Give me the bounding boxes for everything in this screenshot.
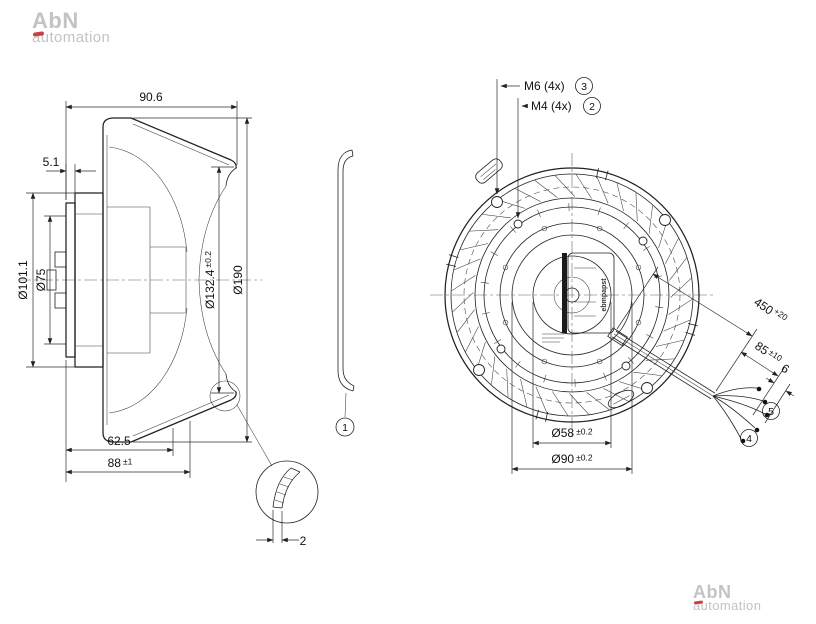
dim-pilot-value: Ø90 (551, 452, 574, 466)
thread-callout-m4: M4 (4x) 2 (515, 97, 601, 219)
made-in-marking (542, 333, 564, 343)
dim-bearing-diameter: Ø75 (34, 215, 66, 345)
watermark-sub-2: automation (693, 598, 762, 613)
callout-3 (575, 77, 593, 95)
thread-callout-m6: M6 (4x) 3 (494, 77, 593, 195)
dim-depth-88-value: 88 (108, 456, 122, 470)
terminal-bar (562, 253, 567, 333)
side-view-lip-and-shaft (46, 167, 237, 393)
dim-tinned-length-label: 6 (779, 361, 793, 377)
dim-pilot-diameter-label: Ø90±0.2 (551, 452, 592, 466)
dim-outer-diameter-label: Ø190 (231, 265, 245, 295)
dim-hub-value: Ø58 (551, 426, 574, 440)
callout-4-number: 4 (746, 433, 752, 445)
dim-outer-diameter: Ø190 (133, 117, 252, 443)
dim-bearing-diameter-label: Ø75 (34, 268, 48, 291)
dim-motor-diameter: Ø101.1 (16, 192, 75, 368)
dim-pilot-diameter: Ø90±0.2 (511, 302, 633, 474)
dim-inlet-diameter: Ø132.4±0.2 (203, 166, 234, 394)
dim-total-depth-label: 90.6 (139, 90, 163, 104)
callout-2 (583, 97, 601, 115)
callout-2-number: 2 (589, 101, 595, 113)
callout-3-number: 3 (581, 81, 587, 93)
front-view: ebmpapst M6 (4x) 3 M4 (4x) (430, 77, 795, 474)
dim-inlet-value: Ø132.4 (203, 269, 217, 309)
callout-1-number: 1 (342, 422, 348, 434)
side-view: 90.6 5.1 Ø101.1 Ø75 Ø (16, 90, 273, 482)
detail-view-circle (255, 460, 319, 524)
dim-cable-tolerance: +20 (772, 306, 790, 323)
m6-screw-holes (473, 196, 671, 394)
dim-hub-diameter: Ø58±0.2 (532, 302, 612, 448)
thread-m4-label: M4 (4x) (531, 99, 572, 113)
watermark-sub: automation (32, 29, 111, 46)
watermark-top-left: AbN automation (32, 8, 111, 46)
dim-strip-tolerance: ±10 (767, 347, 785, 363)
lead-wires (712, 387, 766, 440)
thread-m6-label: M6 (4x) (524, 79, 565, 93)
callout-5: 5 (762, 402, 780, 420)
dim-motor-diameter-label: Ø101.1 (16, 260, 30, 300)
dim-flange-thickness: 5.1 (43, 155, 96, 200)
callout-1-leader (344, 392, 347, 418)
cable-assembly (607, 327, 770, 444)
dim-detail-thickness-label: 2 (300, 534, 307, 548)
dim-flange-thickness-label: 5.1 (43, 155, 60, 169)
motor-logo: ebmpapst (601, 278, 608, 312)
callout-5-number: 5 (768, 406, 774, 418)
detail-hatching (274, 476, 294, 504)
dim-depth-62-label: 62.5 (107, 434, 131, 448)
dim-depth-88-label: 88±1 (108, 456, 133, 470)
dim-cable-length-label: 450+20 (751, 294, 789, 327)
dim-hub-diameter-label: Ø58±0.2 (551, 426, 592, 440)
watermark-brand: AbN (32, 8, 79, 33)
callout-1: 1 (335, 417, 355, 437)
dim-depth-88-tolerance: ±1 (123, 457, 133, 467)
detail-leader-line (236, 404, 273, 467)
dim-depth-88: 88±1 (65, 421, 191, 478)
dim-detail-thickness: 2 (256, 510, 307, 548)
type-label-marking (475, 158, 503, 184)
wire-end-dots (740, 386, 770, 444)
side-view-outline (65, 117, 237, 443)
side-view-internal-detail (76, 123, 230, 437)
dim-hub-tolerance: ±0.2 (576, 427, 593, 437)
dim-inlet-diameter-label: Ø132.4±0.2 (203, 251, 217, 309)
cable-bundle (611, 330, 716, 400)
detail-lip-section (272, 467, 301, 509)
detail-reference-circle (209, 380, 241, 412)
strain-relief (607, 327, 628, 347)
m4-screw-holes (496, 219, 648, 371)
watermark-brand-2: AbN (693, 582, 732, 602)
approval-marking (607, 389, 635, 409)
rivet-holes (502, 225, 642, 365)
callout-4: 4 (740, 429, 758, 447)
nameplate: ebmpapst (562, 252, 615, 334)
watermark-bottom-right: AbN automation (693, 583, 761, 612)
dim-pilot-tolerance: ±0.2 (576, 453, 593, 463)
detail-view: 2 (255, 460, 319, 548)
inlet-ring-profile: 1 (335, 149, 355, 437)
dim-inlet-tolerance: ±0.2 (203, 251, 213, 268)
dim-depth-62: 62.5 (65, 360, 174, 482)
support-ring-ticks (480, 203, 664, 387)
dim-total-depth: 90.6 (65, 90, 238, 200)
